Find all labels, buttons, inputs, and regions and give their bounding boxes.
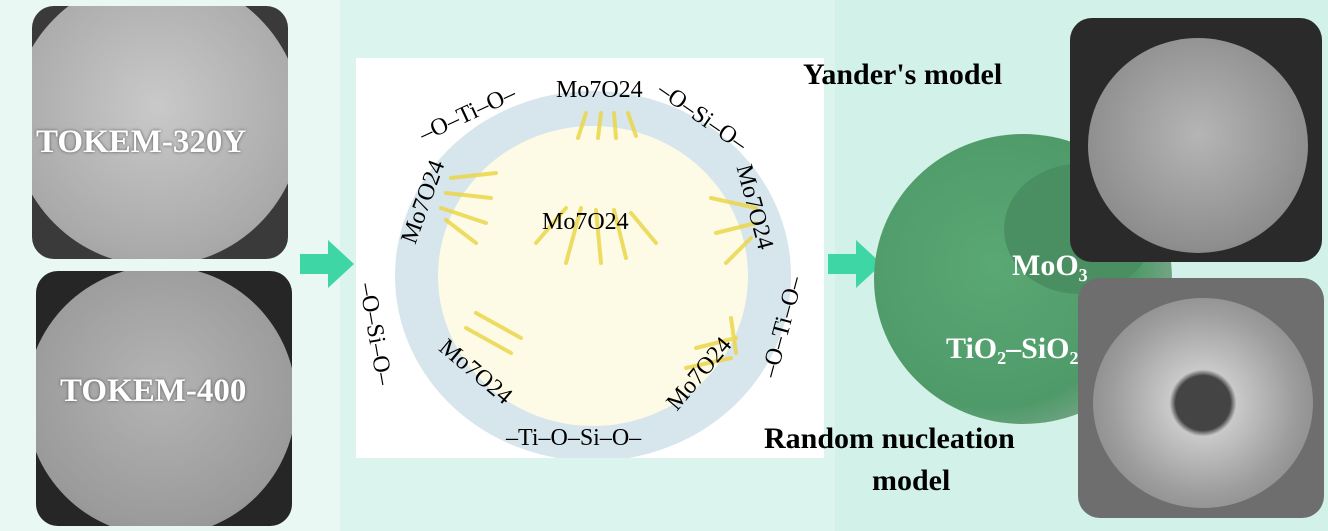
random-nucleation-label: Random nucleation bbox=[764, 422, 1015, 455]
support-label: TiO₂–SiO₂ bbox=[946, 332, 1079, 365]
adsorption-diagram: Mo7O24 Mo7O24 Mo7O24 Mo7O24 Mo7O24 Mo7O2… bbox=[354, 58, 824, 458]
chain-label-bottom: –Ti–O–Si–O– bbox=[506, 425, 642, 451]
center-mo7o24-label: Mo7O24 bbox=[542, 209, 629, 235]
arrow-icon bbox=[828, 240, 882, 288]
random-nucleation-label-line2: model bbox=[872, 464, 951, 497]
yander-model-label: Yander's model bbox=[803, 58, 1003, 91]
sem-image-yander bbox=[1070, 18, 1322, 262]
surface-label-top: Mo7O24 bbox=[556, 77, 643, 103]
sem-image-random-nucleation bbox=[1078, 278, 1324, 518]
sample-label-bottom: TOKEM-400 bbox=[60, 373, 247, 409]
sem-image-tokem-320y: TOKEM-320Y bbox=[32, 6, 288, 259]
sample-label-top: TOKEM-320Y bbox=[36, 124, 247, 160]
sem-image-tokem-400: TOKEM-400 bbox=[36, 271, 292, 526]
arrow-icon bbox=[300, 240, 354, 288]
